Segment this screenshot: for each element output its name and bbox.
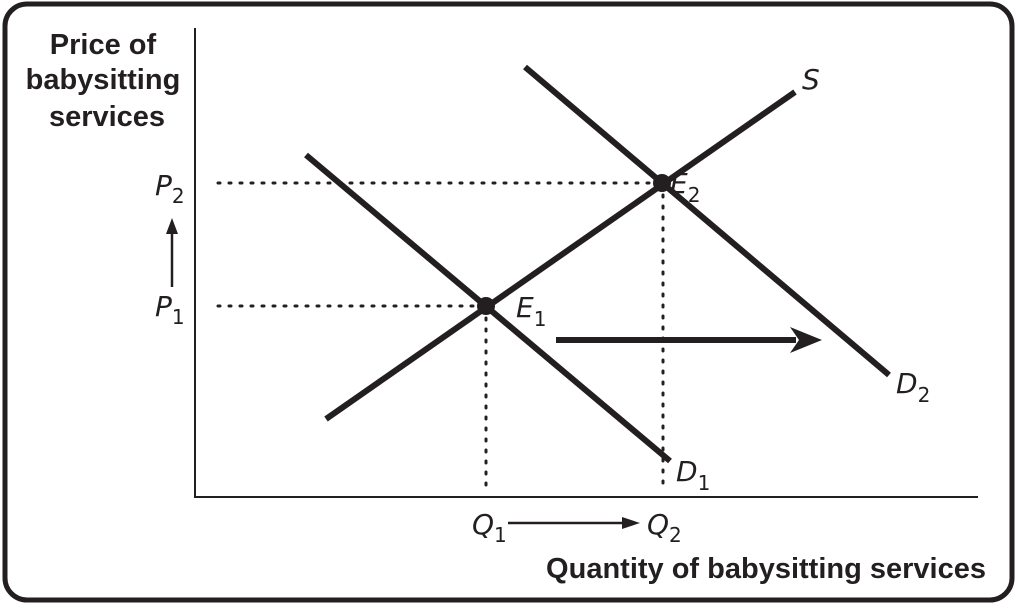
price-initial-label-base: P xyxy=(155,290,172,323)
equilibrium-new-label: E2 xyxy=(670,167,700,207)
equilibrium-initial-label-base: E xyxy=(516,291,534,324)
equilibrium-point-initial xyxy=(477,297,495,315)
quantity-increase-arrowhead xyxy=(622,517,640,529)
demand-new-label-base: D xyxy=(896,367,918,400)
y-axis-title-line-3: services xyxy=(49,101,165,133)
demand-initial-label: D1 xyxy=(676,455,710,495)
price-new-label: P2 xyxy=(155,169,185,208)
equilibrium-initial-label: E1 xyxy=(516,291,546,331)
quantity-new-label: Q2 xyxy=(647,508,682,547)
quantity-initial-label: Q1 xyxy=(472,508,507,547)
price-initial-label-sub: 1 xyxy=(172,305,185,329)
equilibrium-initial-label-sub: 1 xyxy=(534,307,547,331)
demand-new-label: D2 xyxy=(896,367,930,407)
y-axis-title: Price of babysitting services xyxy=(26,29,189,133)
quantity-initial-label-base: Q xyxy=(472,508,494,541)
quantity-initial-label-sub: 1 xyxy=(494,523,507,547)
price-increase-arrowhead xyxy=(166,218,178,234)
quantity-new-label-base: Q xyxy=(647,508,669,541)
price-new-label-base: P xyxy=(155,169,172,202)
y-axis-title-line-2: babysitting xyxy=(26,64,181,96)
equilibrium-new-label-base: E xyxy=(670,167,688,200)
price-initial-label: P1 xyxy=(155,290,185,329)
demand-new-label-sub: 2 xyxy=(918,383,931,407)
demand-shift-arrowhead xyxy=(790,327,822,353)
price-new-label-sub: 2 xyxy=(172,184,185,208)
demand-initial-label-sub: 1 xyxy=(698,471,711,495)
quantity-new-label-sub: 2 xyxy=(669,523,682,547)
equilibrium-new-label-sub: 2 xyxy=(688,183,701,207)
supply-label: S xyxy=(802,63,820,96)
demand-curve-new xyxy=(523,64,891,378)
x-axis-title: Quantity of babysitting services xyxy=(546,553,986,585)
y-axis-title-line-1: Price of xyxy=(50,29,157,61)
demand-initial-label-base: D xyxy=(676,455,698,488)
equilibrium-point-new xyxy=(653,174,671,192)
supply-curve xyxy=(324,89,797,422)
